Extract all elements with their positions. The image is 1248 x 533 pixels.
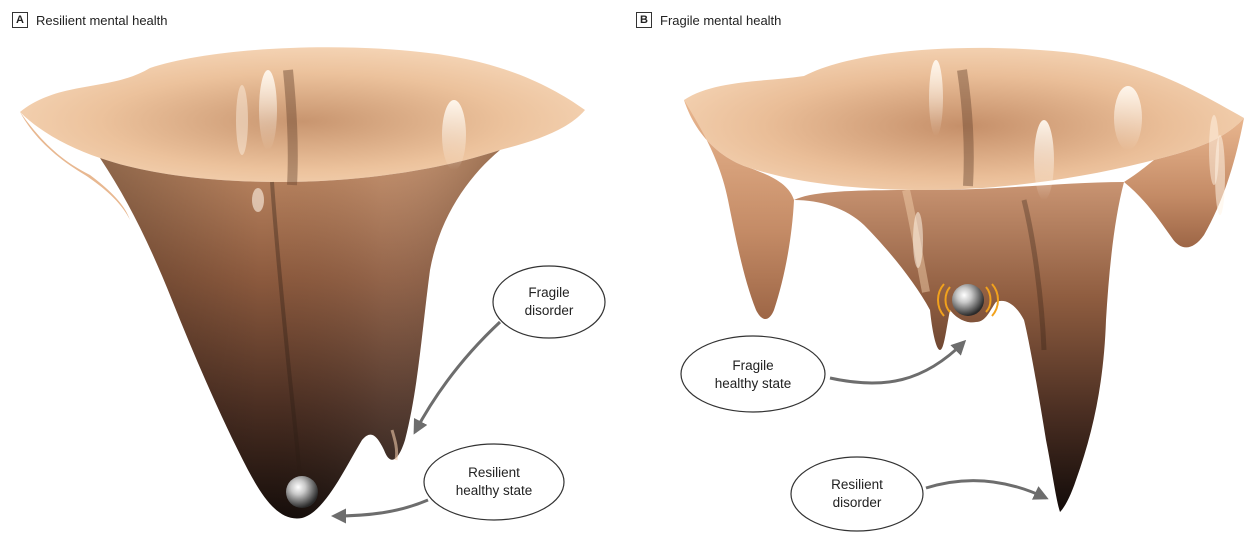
- ball-marker: [286, 476, 318, 508]
- arrow-to-fragile-disorder: [415, 322, 500, 432]
- callout-line: Fragile: [528, 285, 569, 300]
- callout-line: healthy state: [456, 483, 533, 498]
- fragile-landscape: Fragile healthy state Resilient disorder: [624, 0, 1248, 533]
- arrow-to-fragile-healthy-state: [830, 342, 964, 383]
- callout-line: disorder: [525, 303, 574, 318]
- callout-line: Fragile: [732, 358, 773, 373]
- callout-line: Resilient: [468, 465, 520, 480]
- callout-line: healthy state: [715, 376, 792, 391]
- surface-highlight: [259, 70, 277, 150]
- callout-fragile-disorder: Fragile disorder: [493, 266, 605, 338]
- surface-highlight: [1209, 115, 1219, 185]
- panel-a: A Resilient mental health: [0, 0, 620, 533]
- surface-highlight: [913, 212, 923, 268]
- callout-resilient-healthy-state: Resilient healthy state: [424, 444, 564, 520]
- surface-highlight: [236, 85, 248, 155]
- callout-resilient-disorder: Resilient disorder: [791, 457, 923, 531]
- ball-marker: [952, 284, 984, 316]
- surface-highlight: [442, 100, 466, 170]
- surface-highlight: [252, 188, 264, 212]
- callout-line: Resilient: [831, 477, 883, 492]
- resilient-landscape: Fragile disorder Resilient healthy state: [0, 0, 620, 533]
- surface-highlight: [929, 60, 943, 136]
- callout-line: disorder: [833, 495, 882, 510]
- arrow-to-resilient-healthy-state: [334, 500, 428, 516]
- surface-highlight: [1114, 86, 1142, 150]
- panel-b: B Fragile mental health: [624, 0, 1248, 533]
- arrow-to-resilient-disorder: [926, 481, 1046, 498]
- callout-fragile-healthy-state: Fragile healthy state: [681, 336, 825, 412]
- surface-highlight: [1034, 120, 1054, 200]
